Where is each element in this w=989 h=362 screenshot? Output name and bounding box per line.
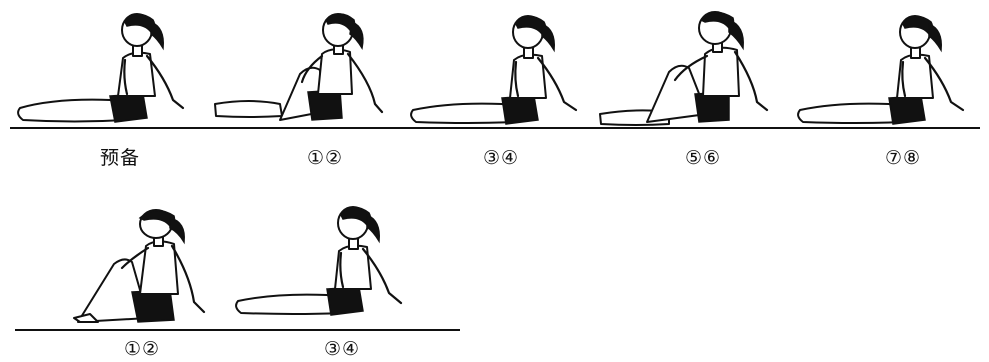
step-label-row1-1: 预备 xyxy=(75,147,165,169)
figure-row1-step5 xyxy=(797,10,977,130)
figure-row1-step2 xyxy=(210,12,390,132)
step-label-row1-4: ⑤⑥ xyxy=(658,147,748,169)
figure-row1-step1 xyxy=(15,8,195,128)
figure-row1-step3 xyxy=(410,10,590,130)
step-label-row1-2: ①② xyxy=(280,147,370,169)
step-label-row2-2: ③④ xyxy=(297,338,387,360)
step-label-row1-5: ⑦⑧ xyxy=(858,147,948,169)
step-label-row2-1: ①② xyxy=(97,338,187,360)
figure-row2-step1 xyxy=(70,210,220,330)
step-label-row1-3: ③④ xyxy=(456,147,546,169)
figure-row1-step4 xyxy=(597,10,777,130)
figure-row2-step2 xyxy=(235,205,415,325)
